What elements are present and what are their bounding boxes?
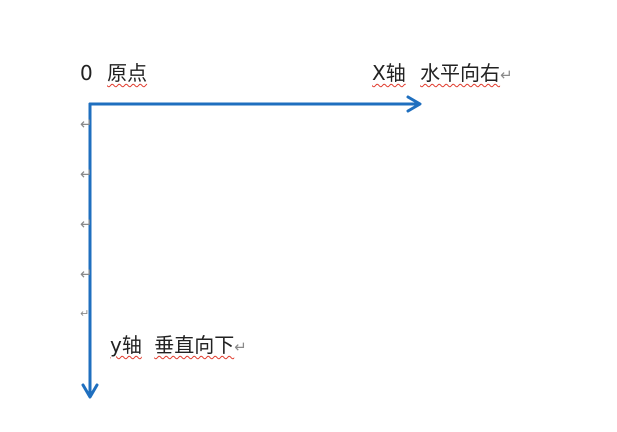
paragraph-mark: ↵	[234, 338, 247, 356]
paragraph-mark: ↵	[80, 115, 93, 133]
paragraph-mark: ↵	[500, 66, 513, 84]
x-axis-arrowhead	[406, 95, 422, 113]
x-axis-label: X轴 水平向右↵	[372, 61, 513, 87]
origin-text: 原点	[107, 61, 148, 85]
origin-label: 0 原点	[80, 61, 147, 85]
y-axis-name: y轴	[110, 333, 142, 357]
y-axis-arrowhead	[81, 383, 99, 399]
paragraph-mark: ↵	[80, 307, 90, 320]
x-axis-name: X轴	[372, 61, 406, 85]
x-axis-desc: 水平向右	[420, 61, 501, 85]
y-axis-desc: 垂直向下	[154, 333, 235, 357]
origin-zero: 0	[80, 61, 93, 85]
paragraph-mark: ↵	[80, 165, 93, 183]
paragraph-mark: ↵	[80, 265, 93, 283]
paragraph-mark: ↵	[80, 215, 93, 233]
y-axis-label: y轴 垂直向下↵	[110, 333, 247, 359]
